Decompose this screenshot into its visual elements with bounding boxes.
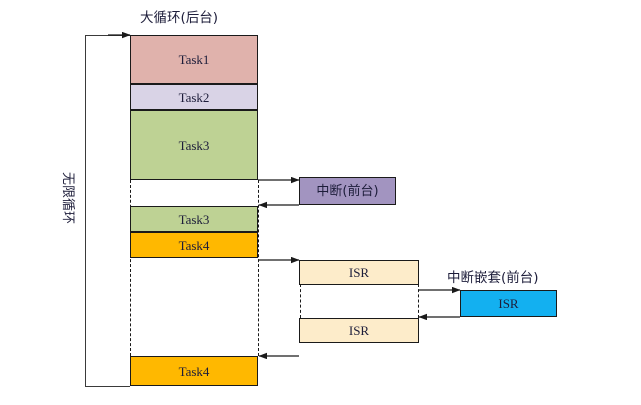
block-isr-nested: ISR (460, 290, 557, 317)
block-task2: Task2 (130, 84, 258, 110)
block-task3-first: Task3 (130, 110, 258, 180)
loop-bracket-bottom (85, 386, 130, 387)
dashed-guide-isr-left (300, 284, 301, 318)
dashed-guide-right (258, 180, 259, 356)
label-nested-interrupt: 中断嵌套(前台) (447, 270, 539, 286)
label-infinite-loop: 无限循环 (60, 172, 75, 225)
block-isr-second: ISR (299, 318, 419, 343)
title-main-loop: 大循环(后台) (140, 10, 219, 26)
block-task1: Task1 (130, 35, 258, 84)
dashed-guide-isr-right (418, 284, 419, 318)
dashed-guide-left (130, 180, 131, 356)
block-task3-second: Task3 (130, 206, 258, 232)
block-interrupt-foreground: 中断(前台) (299, 177, 396, 205)
loop-bracket-left (85, 35, 86, 386)
loop-bracket-top (85, 35, 130, 36)
block-task4-first: Task4 (130, 232, 258, 258)
block-task4-second: Task4 (130, 356, 258, 386)
block-isr-first: ISR (299, 260, 419, 285)
